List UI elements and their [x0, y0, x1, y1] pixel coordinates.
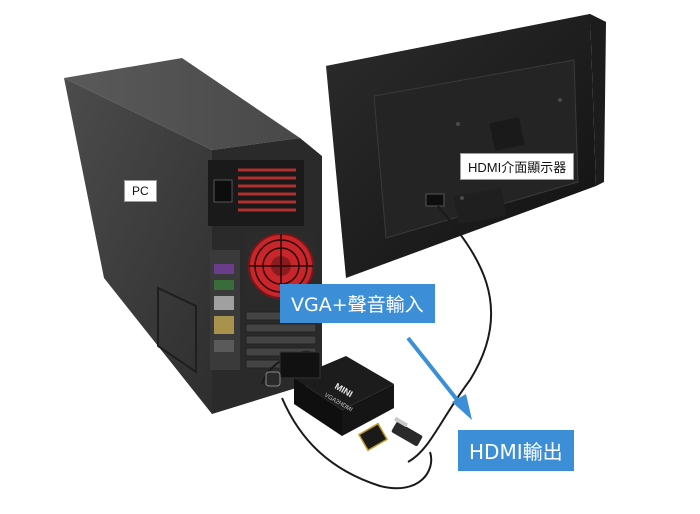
port-usb [214, 296, 234, 310]
vga-plug [279, 351, 321, 379]
vga-audio-input-label: VGA+聲音輸入 [280, 284, 435, 323]
audio-jack-left [265, 371, 281, 387]
monitor-label: HDMI介面顯示器 [460, 153, 575, 180]
port-serial [214, 316, 234, 334]
monitor-right-edge [590, 14, 606, 186]
monitor-vent [489, 117, 525, 151]
side-vent-panel [157, 286, 197, 374]
pc-label: PC [124, 180, 157, 202]
monitor-back-panel [373, 59, 579, 239]
port-purple [214, 264, 234, 274]
monitor-hdmi-port [425, 193, 445, 207]
flow-arrow [406, 336, 472, 420]
hdmi-output-label: HDMI輸出 [458, 430, 574, 471]
port-green [214, 280, 234, 290]
pc-case-top [64, 58, 300, 150]
monitor-stand [453, 188, 507, 224]
converter-front [294, 378, 342, 436]
power-socket [213, 179, 233, 203]
port-misc [214, 340, 234, 352]
converter-side [342, 384, 394, 436]
audio-cable [281, 397, 433, 490]
hdmi-monitor [326, 14, 606, 278]
hdmi-cable-to-monitor [407, 205, 493, 463]
hdmi-plug [357, 422, 389, 452]
audio-plug-right [391, 416, 423, 446]
psu-grille [238, 168, 296, 212]
pc-case-side [64, 78, 212, 414]
converter-device: MINI VGA2HDMI [265, 351, 423, 452]
